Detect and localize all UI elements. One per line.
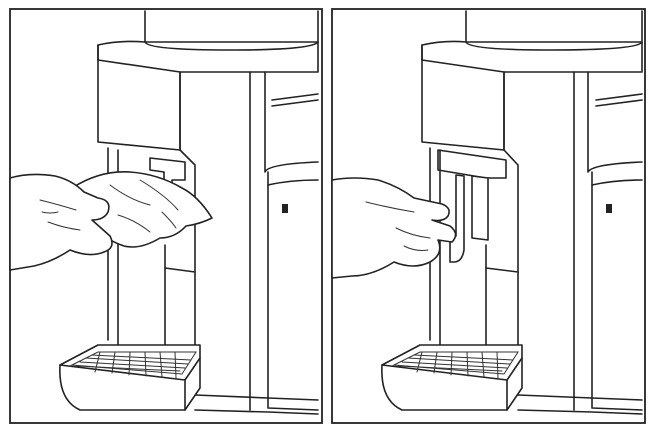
drip-tray-grille [392, 351, 519, 379]
machine-body [421, 59, 505, 151]
drip-tray [381, 344, 523, 411]
panel-remove-svg [331, 8, 646, 424]
detached-nozzle [449, 174, 465, 263]
upper-housing [421, 40, 643, 73]
drip-tray [59, 344, 201, 411]
machine-base [194, 394, 319, 401]
wipe-cloth-icon [71, 171, 213, 248]
panel-remove-nozzle [326, 0, 651, 431]
hand-right [331, 177, 457, 279]
upper-housing [97, 40, 319, 73]
panel-wipe-dispenser [9, 8, 323, 424]
side-panel [587, 71, 643, 173]
side-panel [264, 71, 319, 173]
panel-wipe-svg [9, 8, 323, 424]
water-tank-top [144, 10, 319, 51]
water-tank-top [465, 10, 643, 51]
remove-nozzle-icon [449, 174, 489, 263]
coffee-machine [421, 10, 643, 415]
hand-left [9, 173, 113, 271]
machine-base [517, 394, 643, 401]
machine-body [97, 59, 181, 151]
nozzle-tip [471, 175, 489, 241]
lower-side-block [267, 171, 319, 411]
lower-side-block [591, 171, 643, 411]
indicator-light [606, 204, 612, 213]
indicator-light [282, 204, 288, 213]
dispenser-head [437, 149, 507, 179]
drip-tray-grille [70, 351, 197, 379]
